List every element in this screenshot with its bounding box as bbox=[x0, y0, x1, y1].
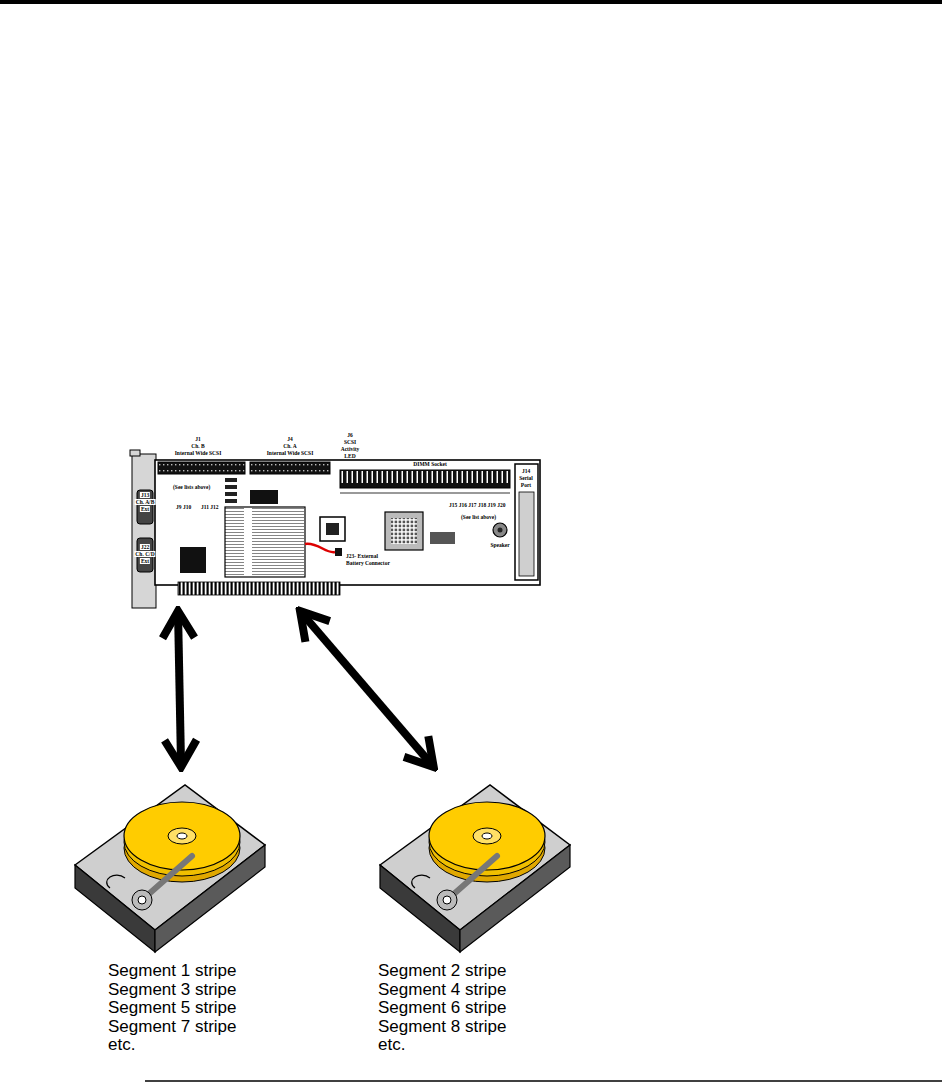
jumper-pins bbox=[225, 492, 237, 496]
dimm-socket bbox=[340, 492, 510, 494]
stripe-label: Segment 5 stripe bbox=[108, 999, 286, 1018]
hard-drive: Segment 2 stripeSegment 4 stripeSegment … bbox=[372, 770, 588, 1059]
spindle bbox=[168, 828, 196, 844]
stripe-label: Segment 1 stripe bbox=[108, 962, 286, 981]
pci-bracket bbox=[130, 450, 140, 456]
part-label: J22 bbox=[140, 544, 150, 550]
drive-case bbox=[75, 865, 155, 952]
part-label: Port bbox=[520, 482, 532, 488]
part-label: Serial bbox=[518, 475, 534, 481]
part-label: Activity bbox=[340, 446, 361, 452]
dimm-socket bbox=[340, 470, 510, 488]
chip bbox=[250, 490, 278, 504]
chip bbox=[430, 532, 455, 544]
double-arrow bbox=[178, 611, 181, 767]
jumper-pins bbox=[225, 499, 237, 503]
platter bbox=[124, 802, 240, 870]
battery-wire bbox=[305, 544, 335, 552]
part-label: Ch. A bbox=[282, 443, 297, 449]
part-label: (See lists above) bbox=[172, 484, 211, 490]
hard-drive bbox=[75, 785, 265, 952]
stripe-label: Segment 8 stripe bbox=[378, 1018, 588, 1037]
part-label: J6 bbox=[346, 432, 354, 438]
battery-pack bbox=[225, 507, 305, 577]
external-scsi-connector bbox=[137, 490, 153, 524]
hard-drive bbox=[380, 785, 570, 952]
stripe-label: Segment 4 stripe bbox=[378, 981, 588, 1000]
part-label: DIMM Socket bbox=[412, 461, 447, 467]
actuator-pivot bbox=[443, 896, 451, 904]
serial-port-connector bbox=[515, 464, 538, 580]
stripe-label: Segment 2 stripe bbox=[378, 962, 588, 981]
speaker bbox=[498, 528, 503, 533]
part-label: Ch. A/B bbox=[135, 499, 156, 505]
pci-bracket bbox=[132, 454, 156, 608]
scsi-connector bbox=[158, 462, 245, 474]
part-label: Ext bbox=[140, 558, 150, 564]
part-label: J23- External bbox=[345, 553, 379, 559]
stripe-label: etc. bbox=[378, 1036, 588, 1055]
stripe-label: etc. bbox=[108, 1036, 286, 1055]
actuator-pivot bbox=[437, 890, 457, 910]
cable bbox=[107, 875, 125, 888]
top-rule bbox=[0, 0, 942, 4]
raid-controller-card bbox=[130, 450, 540, 608]
drive-case bbox=[380, 865, 460, 952]
spindle bbox=[473, 828, 501, 844]
part-label: J11 J12 bbox=[200, 504, 220, 510]
part-label: Internal Wide SCSI bbox=[174, 450, 223, 456]
stripe-label: Segment 7 stripe bbox=[108, 1018, 286, 1037]
spindle bbox=[177, 833, 187, 839]
stripe-label: Segment 6 stripe bbox=[378, 999, 588, 1018]
actuator-pivot bbox=[138, 896, 146, 904]
platter bbox=[429, 802, 545, 870]
part-label: Ext bbox=[140, 506, 150, 512]
stripe-label: Segment 3 stripe bbox=[108, 981, 286, 1000]
spindle bbox=[482, 833, 492, 839]
part-label: J4 bbox=[286, 436, 294, 442]
chip bbox=[326, 523, 339, 535]
part-label: Internal Wide SCSI bbox=[266, 450, 315, 456]
part-label: J13 bbox=[140, 492, 150, 498]
chip bbox=[320, 517, 345, 541]
part-label: (See list above) bbox=[460, 514, 497, 520]
battery-connector bbox=[335, 548, 342, 556]
part-label: Ch. C/D bbox=[134, 551, 155, 557]
jumper-pins bbox=[225, 485, 237, 489]
actuator-pivot bbox=[132, 890, 152, 910]
part-label: J9 J10 bbox=[175, 504, 192, 510]
part-label: LED bbox=[343, 453, 356, 459]
part-label: J1 bbox=[194, 436, 202, 442]
gold-fingers bbox=[178, 582, 340, 595]
raid-controller-card: J1Ch. BInternal Wide SCSIJ4Ch. AInternal… bbox=[130, 432, 545, 608]
part-label: J15 J16 J17 J18 J19 J20 bbox=[448, 502, 506, 508]
hard-drive: Segment 1 stripeSegment 3 stripeSegment … bbox=[70, 770, 286, 1059]
cable bbox=[412, 875, 430, 888]
double-arrow bbox=[300, 611, 434, 767]
part-label: Speaker bbox=[489, 542, 510, 548]
speaker bbox=[493, 523, 507, 537]
part-label: J14 bbox=[521, 468, 531, 474]
chip bbox=[180, 547, 206, 573]
part-label: Battery Connector bbox=[345, 560, 391, 566]
circuit-board bbox=[155, 460, 540, 585]
processor bbox=[391, 518, 417, 544]
stripe-list: Segment 2 stripeSegment 4 stripeSegment … bbox=[372, 962, 588, 1059]
scsi-connector bbox=[250, 462, 330, 474]
processor bbox=[385, 512, 423, 550]
part-label: Ch. B bbox=[190, 443, 205, 449]
jumper-pins bbox=[225, 478, 237, 482]
stripe-list: Segment 1 stripeSegment 3 stripeSegment … bbox=[70, 962, 286, 1059]
part-label: SCSI bbox=[343, 439, 357, 445]
serial-port-connector bbox=[519, 492, 534, 576]
bottom-rule bbox=[145, 1080, 942, 1082]
